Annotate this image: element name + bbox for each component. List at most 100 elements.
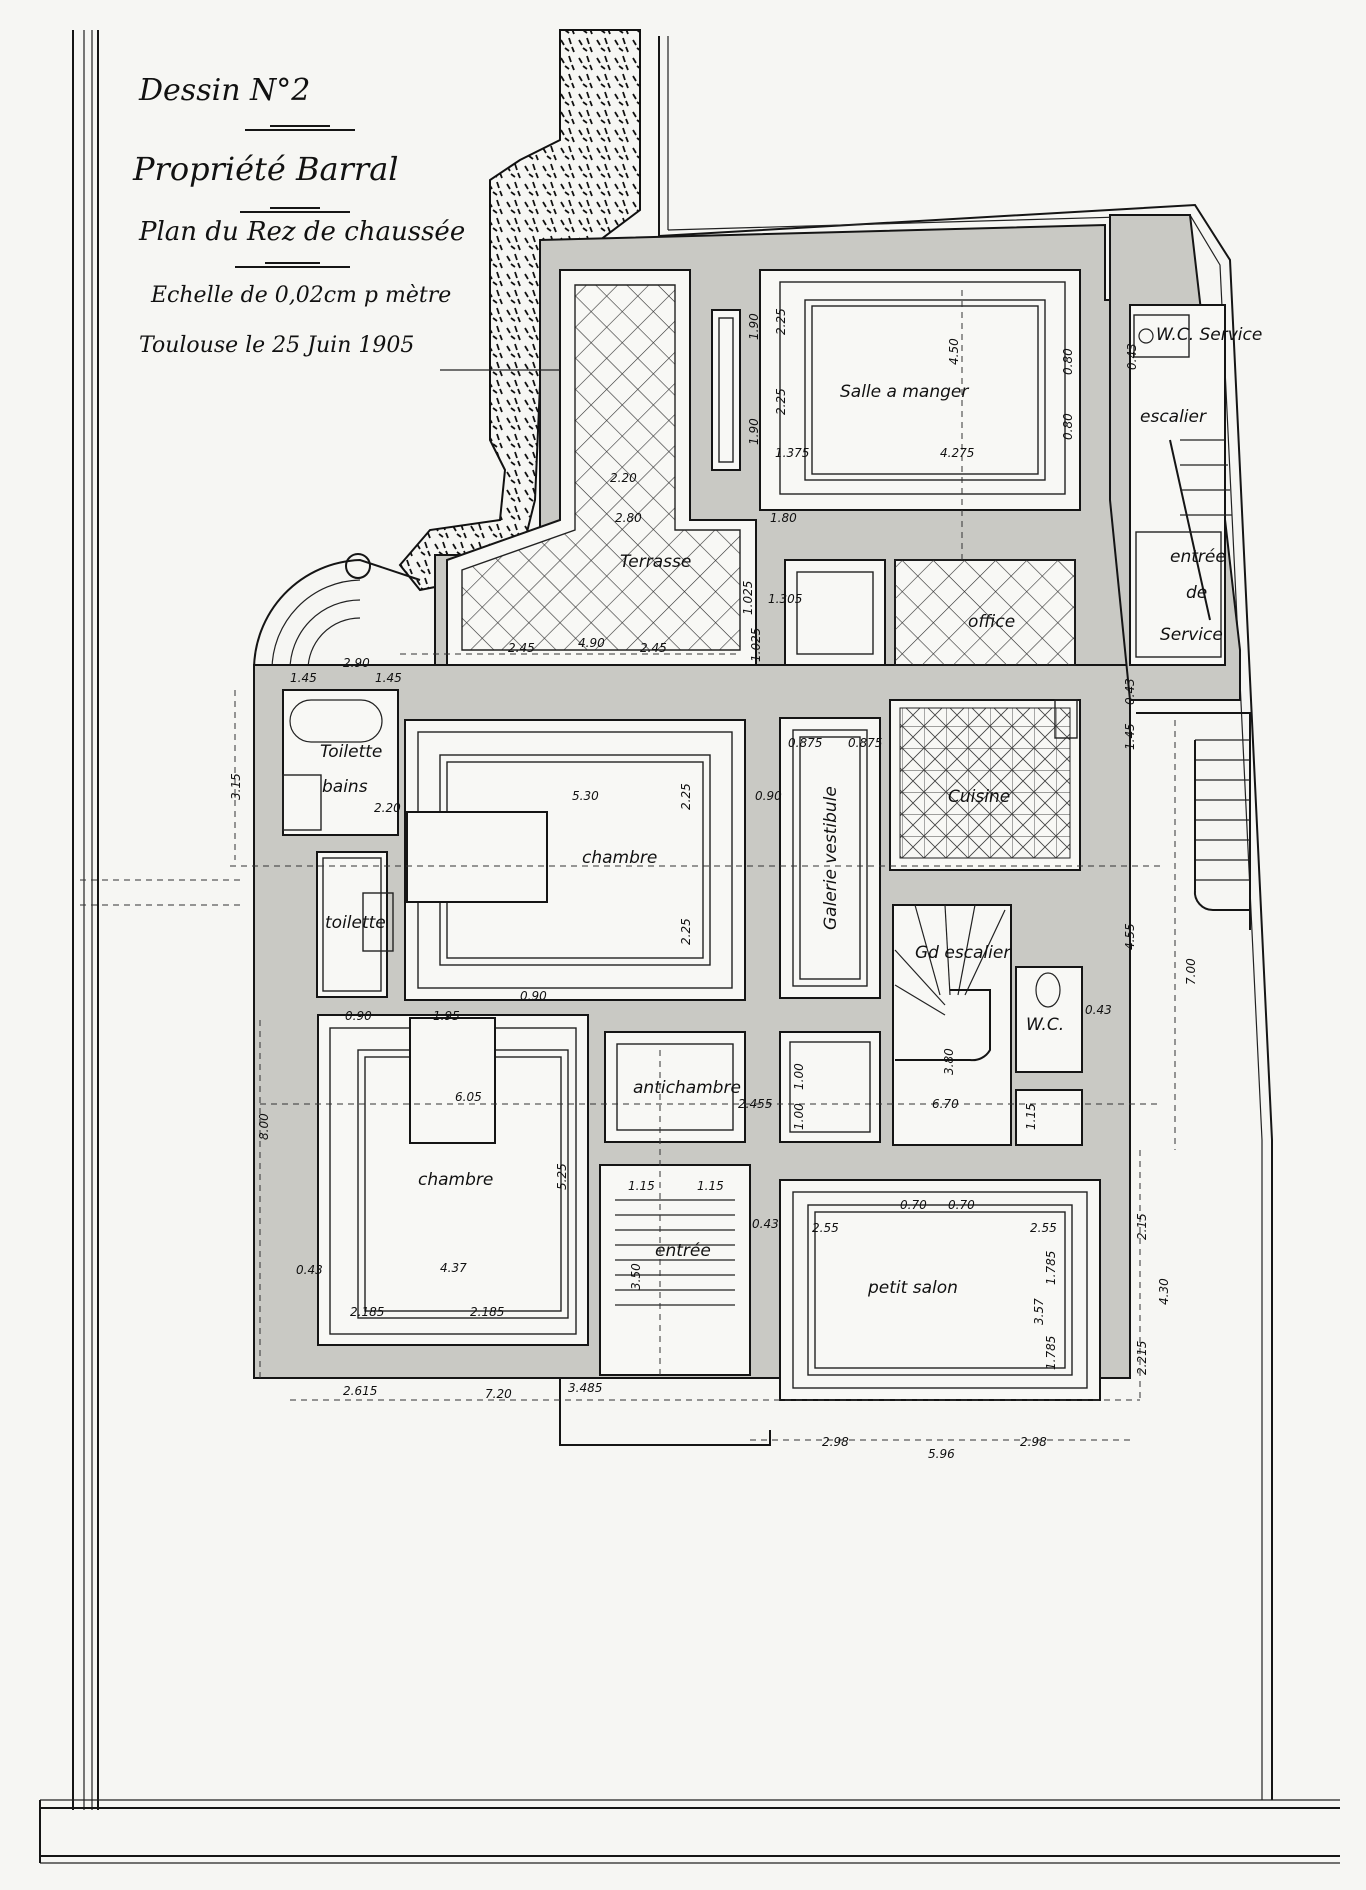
label-antichambre: antichambre — [633, 1078, 741, 1098]
dim-label: 3.15 — [229, 773, 243, 800]
dim-label: 2.25 — [679, 783, 693, 810]
window-bay — [711, 309, 741, 471]
label-entree-service: entrée — [1170, 547, 1226, 567]
label-petit-salon: petit salon — [867, 1278, 958, 1298]
plan-name: Plan du Rez de chaussée — [138, 217, 465, 247]
property-name: Propriété Barral — [132, 150, 399, 188]
label-galerie-vestibule: Galerie vestibule — [821, 786, 841, 930]
label-cuisine: Cuisine — [948, 787, 1010, 807]
dim-label: 2.55 — [1030, 1221, 1057, 1235]
label-de: de — [1186, 583, 1207, 603]
dim-label: 4.30 — [1157, 1278, 1171, 1305]
label-service: Service — [1160, 625, 1223, 645]
room-passage-north — [784, 559, 886, 666]
room-entree — [599, 1164, 751, 1376]
dim-label: 2.20 — [610, 471, 637, 485]
dim-label: 6.70 — [932, 1097, 959, 1111]
label-toilette: toilette — [325, 913, 386, 933]
room-cuisine — [889, 699, 1081, 871]
dim-label: 1.45 — [1123, 723, 1137, 750]
dim-label: 2.15 — [1135, 1213, 1149, 1240]
dim-label: 0.43 — [1085, 1003, 1112, 1017]
dim-label: 2.80 — [615, 511, 642, 525]
label-bains: bains — [322, 777, 368, 797]
dim-label: 2.25 — [774, 308, 788, 335]
dim-label: 6.05 — [455, 1090, 482, 1104]
dim-label: 2.185 — [470, 1305, 504, 1319]
dim-label: 7.00 — [1184, 958, 1198, 985]
room-toilette — [316, 851, 394, 998]
dim-label: 2.455 — [738, 1097, 772, 1111]
dim-label: 0.43 — [296, 1263, 323, 1277]
room-petit-salon — [779, 1179, 1101, 1401]
dim-label: 2.55 — [812, 1221, 839, 1235]
dim-label: 4.90 — [578, 636, 605, 650]
room-antichambre — [604, 1031, 746, 1143]
dim-label: 1.15 — [1024, 1103, 1038, 1130]
dimension-labels: 4.50 4.275 1.375 2.25 2.25 1.90 1.90 2.2… — [229, 308, 1198, 1461]
dim-label: 2.185 — [350, 1305, 384, 1319]
dim-label: 5.25 — [555, 1163, 569, 1190]
dim-label: 2.20 — [374, 801, 401, 815]
dim-label: 1.00 — [792, 1103, 806, 1130]
dim-label: 0.70 — [948, 1198, 975, 1212]
dim-label: 1.45 — [290, 671, 317, 685]
dim-label: 0.43 — [1125, 343, 1139, 370]
dim-label: 4.50 — [947, 338, 961, 365]
dim-label: 0.90 — [345, 1009, 372, 1023]
room-labels: Salle a manger Terrasse office Cuisine G… — [320, 325, 1262, 1298]
drawing-number: Dessin N°2 — [138, 73, 310, 108]
room-office — [894, 559, 1076, 666]
dim-label: 4.275 — [940, 446, 974, 460]
room-toilette-bains — [282, 689, 399, 836]
dim-label: 3.485 — [568, 1381, 602, 1395]
dim-label: 0.70 — [900, 1198, 927, 1212]
dim-label: 4.37 — [440, 1261, 467, 1275]
dim-label: 2.90 — [343, 656, 370, 670]
room-chambre-2 — [317, 1014, 589, 1346]
label-office: office — [968, 612, 1015, 632]
dim-label: 4.55 — [1123, 923, 1137, 950]
dim-label: 1.305 — [768, 592, 802, 606]
label-chambre-1: chambre — [582, 848, 657, 868]
dim-label: 1.785 — [1044, 1336, 1058, 1370]
front-porch — [559, 1378, 771, 1446]
place-date: Toulouse le 25 Juin 1905 — [139, 333, 414, 358]
dim-label: 1.785 — [1044, 1251, 1058, 1285]
property-boundary — [39, 30, 1340, 1864]
scale-note: Echelle de 0,02cm p mètre — [150, 283, 451, 308]
room-terrasse — [446, 269, 757, 666]
dim-label: 0.43 — [752, 1217, 779, 1231]
label-chambre-2: chambre — [418, 1170, 493, 1190]
room-wc — [1015, 966, 1083, 1146]
label-wc: W.C. — [1026, 1015, 1064, 1035]
dim-label: 1.00 — [792, 1063, 806, 1090]
dim-label: 2.615 — [343, 1384, 377, 1398]
dim-label: 3.57 — [1032, 1298, 1046, 1325]
dim-label: 0.90 — [520, 989, 547, 1003]
dim-label: 0.875 — [848, 736, 882, 750]
dim-label: 3.80 — [942, 1048, 956, 1075]
dim-label: 0.875 — [788, 736, 822, 750]
room-service-stair — [1129, 304, 1232, 666]
dim-label: 0.80 — [1061, 413, 1075, 440]
room-salle-a-manger — [759, 269, 1081, 511]
dim-label: 1.15 — [628, 1179, 655, 1193]
dim-label: 1.15 — [697, 1179, 724, 1193]
front-steps-semicircle — [252, 553, 421, 672]
dim-label: 2.45 — [508, 641, 535, 655]
dim-label: 1.025 — [741, 581, 755, 615]
dim-label: 1.95 — [433, 1009, 460, 1023]
dim-label: 2.45 — [640, 641, 667, 655]
dim-label: 3.50 — [629, 1263, 643, 1290]
label-wc-service: W.C. Service — [1156, 325, 1262, 345]
dim-label: 5.96 — [928, 1447, 955, 1461]
dim-label: 1.45 — [375, 671, 402, 685]
dim-label: 1.025 — [749, 628, 763, 662]
dimension-lines — [80, 290, 1176, 1441]
dim-label: 1.90 — [747, 313, 761, 340]
dim-label: 1.90 — [747, 418, 761, 445]
dim-label: 2.215 — [1135, 1341, 1149, 1375]
